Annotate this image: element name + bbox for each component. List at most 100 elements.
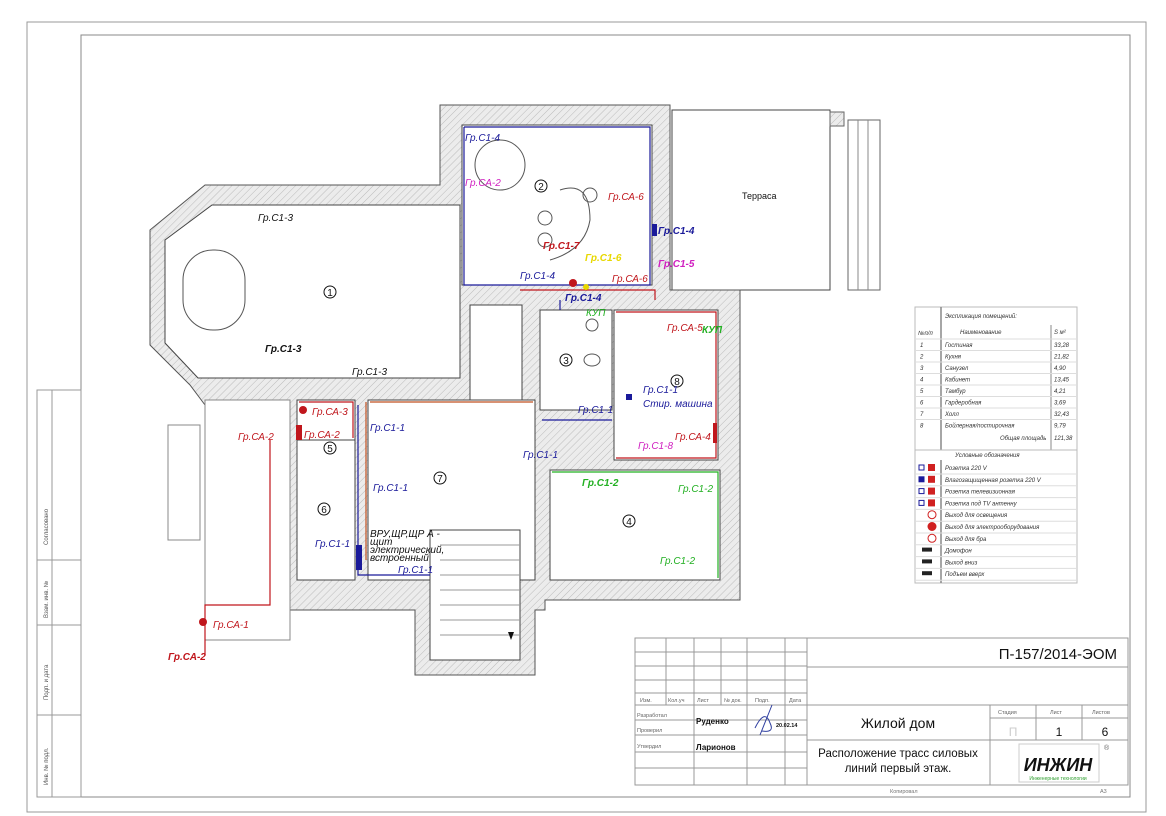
circuit-label: Гр.СА-2 — [465, 178, 501, 189]
terrace-label: Терраса — [742, 191, 777, 201]
kup-label: КУП — [702, 325, 723, 336]
svg-text:121,38: 121,38 — [1054, 436, 1073, 442]
svg-text:Кухня: Кухня — [945, 355, 962, 361]
circuit-label: Гр.С1-3 — [265, 344, 302, 355]
room-3-bath — [539, 309, 613, 411]
svg-text:Лист: Лист — [697, 698, 709, 704]
room-4-office — [549, 469, 721, 581]
legend-item: Подъем вверх — [945, 572, 985, 578]
intercom-icon — [922, 547, 932, 552]
svg-text:3,69: 3,69 — [1054, 401, 1066, 407]
legend-title: Условные обозначения — [954, 453, 1020, 459]
circuit-label: Гр.СА-5 — [667, 323, 703, 334]
terrace: Терраса — [671, 109, 881, 291]
legend-item: Выход для освещения — [945, 513, 1008, 519]
developer-name: Руденко — [696, 717, 729, 726]
corridor — [469, 304, 523, 401]
waterproof-outlet-icon — [918, 475, 935, 483]
room-number: 1 — [327, 288, 333, 299]
circuit-label: Гр.С1-2 — [582, 478, 619, 489]
svg-text:Кабинет: Кабинет — [945, 378, 970, 384]
explication-row: 7 Холл 32,43 — [920, 412, 1070, 418]
svg-text:ВРУ,ЩР,ЩР А -: ВРУ,ЩР,ЩР А - — [370, 529, 441, 540]
explication-row: 8 Бойлерная/постирочная 9,79 — [920, 423, 1066, 430]
circuit-label: Гр.СА-4 — [675, 432, 711, 443]
switchboard-note: ВРУ,ЩР,ЩР А - щит электрический, встроен… — [370, 529, 444, 564]
circuit-label: Гр.СА-6 — [608, 192, 644, 203]
circuit-label: Гр.СА-1 — [213, 620, 249, 631]
explication-title: Экспликация помещений: — [945, 313, 1017, 320]
room-6-wardrobe — [296, 439, 356, 581]
svg-text:21,82: 21,82 — [1053, 355, 1070, 361]
svg-text:9,79: 9,79 — [1054, 424, 1066, 430]
svg-text:Бойлерная/постирочная: Бойлерная/постирочная — [945, 423, 1015, 430]
switchboard-icon — [356, 545, 362, 570]
svg-text:1: 1 — [920, 343, 923, 349]
legend-item: Выход вниз — [945, 560, 977, 566]
washing-machine-label: Стир. машина — [643, 399, 713, 410]
circuit-label: Гр.С1-1 — [578, 405, 613, 416]
stamp-replaced: Взам. инв. № — [43, 581, 50, 618]
circuit-label: Гр.С1-4 — [465, 133, 500, 144]
room-number: 7 — [437, 474, 443, 485]
circuit-label: Гр.С1-3 — [258, 213, 293, 224]
approver-name: Ларионов — [696, 743, 736, 752]
svg-text:A3: A3 — [1100, 789, 1107, 795]
explication-table: Экспликация помещений: №п/п Наименование… — [914, 306, 1078, 584]
object-name: Жилой дом — [861, 715, 935, 731]
svg-text:Утвердил: Утвердил — [637, 744, 661, 750]
svg-text:электрический,: электрический, — [370, 545, 444, 556]
equipment-outlet-icon — [199, 618, 207, 626]
legend-item: Розетка 220 V — [945, 466, 988, 472]
legend-item: Розетка телевизионная — [945, 490, 1016, 496]
sconce-outlet-icon — [927, 533, 937, 543]
outlet-icon — [652, 224, 657, 236]
svg-text:4,21: 4,21 — [1054, 389, 1066, 395]
svg-text:№ док.: № док. — [724, 698, 742, 704]
stamp-inventory: Инв. № подл. — [43, 747, 50, 785]
room-number: 5 — [327, 444, 333, 455]
svg-text:Подп.: Подп. — [755, 698, 770, 704]
circuit-label: Гр.СА-3 — [312, 407, 348, 418]
svg-text:№п/п: №п/п — [918, 330, 933, 337]
svg-text:S м²: S м² — [1054, 330, 1067, 336]
svg-text:Холл: Холл — [944, 412, 959, 418]
riser-icon — [922, 571, 932, 576]
svg-text:3: 3 — [920, 366, 924, 372]
boiler-icon — [296, 425, 302, 440]
svg-text:Гостиная: Гостиная — [945, 343, 973, 349]
stamp-sign-date: Подп. и дата — [44, 664, 50, 700]
svg-text:Разработал: Разработал — [637, 713, 667, 719]
circuit-label: Гр.С1-1 — [315, 539, 350, 550]
stairs — [429, 529, 521, 661]
svg-text:7: 7 — [920, 412, 924, 418]
svg-text:4: 4 — [920, 378, 924, 384]
svg-text:32,43: 32,43 — [1054, 412, 1070, 418]
circuit-label: Гр.С1-1 — [373, 483, 408, 494]
stair-arrow-icon — [508, 632, 514, 640]
svg-text:Лист: Лист — [1050, 710, 1062, 716]
stamp-agreed: Согласовано — [44, 508, 50, 545]
equipment-outlet-icon — [927, 522, 937, 531]
room-1-living — [164, 204, 461, 379]
circuit-label: Гр.СА-6 — [612, 274, 648, 285]
svg-text:встроенный: встроенный — [370, 553, 429, 564]
outlet-icon — [583, 284, 589, 290]
porch — [204, 399, 291, 641]
room-2-kitchen — [461, 124, 653, 286]
outlet-icon — [918, 464, 935, 471]
circuit-label: Гр.С1-5 — [658, 259, 695, 270]
svg-text:8: 8 — [920, 424, 924, 430]
svg-text:Проверил: Проверил — [637, 728, 662, 734]
svg-text:Изм.: Изм. — [640, 698, 652, 704]
antenna-outlet-icon — [918, 499, 935, 507]
sheet-number: 1 — [1056, 725, 1063, 739]
circuit-label: Гр.СА-2 — [168, 652, 206, 663]
svg-text:Стадия: Стадия — [998, 710, 1017, 716]
circuit-label: Гр.С1-2 — [660, 556, 695, 567]
room-8-boiler — [613, 309, 719, 461]
circuit-label: Гр.С1-4 — [520, 271, 555, 282]
